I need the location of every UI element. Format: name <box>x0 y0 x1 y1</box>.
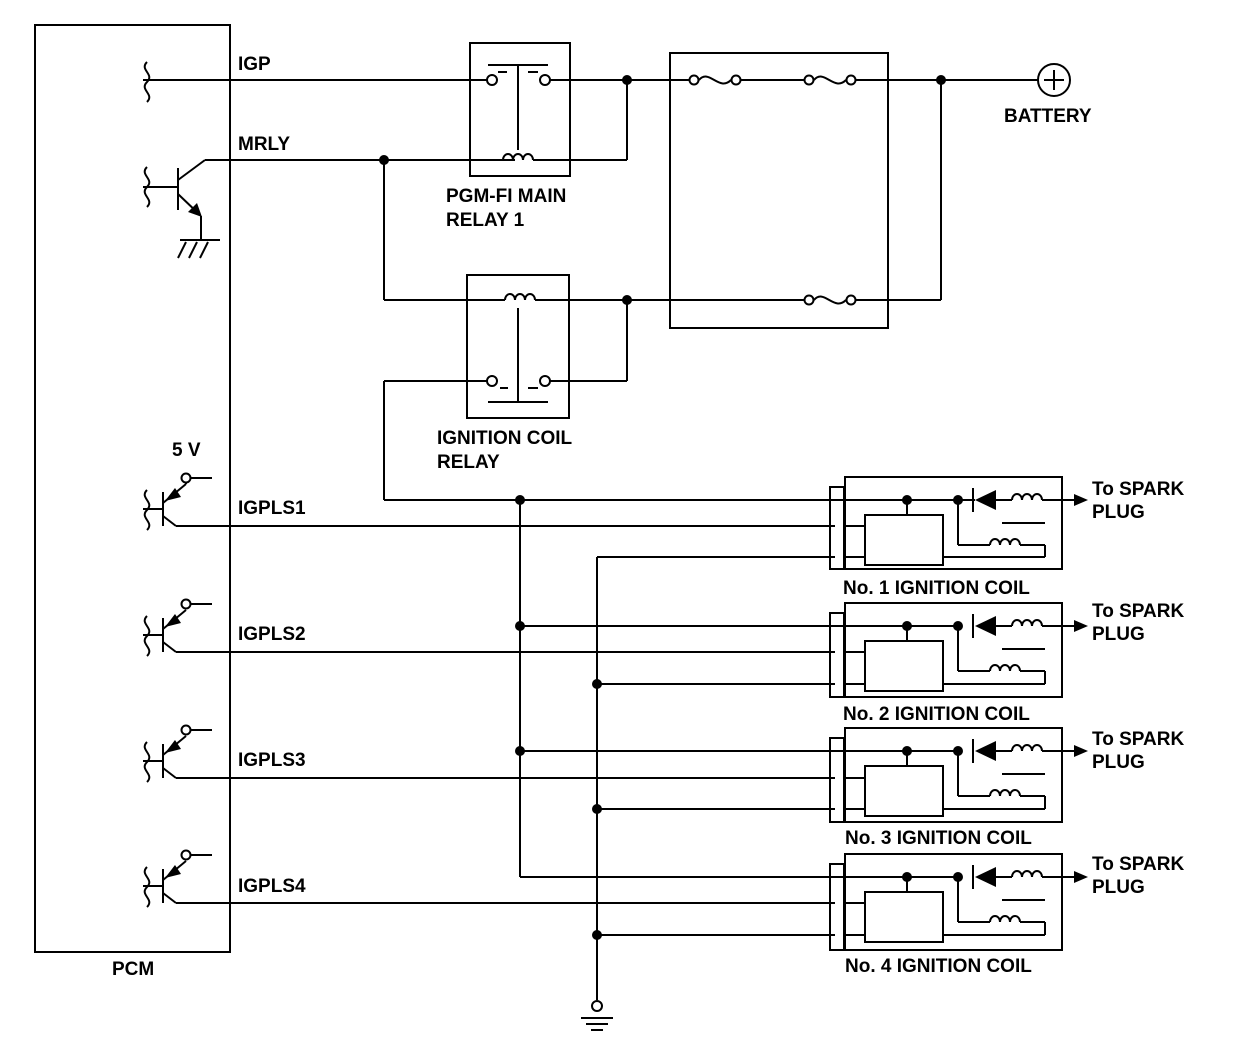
spark-plug-1-line1: To SPARK <box>1092 479 1184 500</box>
mrly-transistor <box>143 159 220 259</box>
battery-symbol <box>1037 63 1071 97</box>
spark-plug-3-line2: PLUG <box>1092 752 1145 773</box>
igpls1-transistor <box>143 472 835 531</box>
main-relay-label-1: PGM-FI MAIN <box>446 186 566 207</box>
ignition-coil-1 <box>829 476 1088 570</box>
igpls2-label: IGPLS2 <box>238 624 306 645</box>
igpls4-transistor <box>143 849 835 908</box>
pcm-label: PCM <box>112 959 154 980</box>
coil2-label: No. 2 IGNITION COIL <box>843 704 1030 725</box>
pgm-fi-main-relay <box>469 42 670 177</box>
coil1-label: No. 1 IGNITION COIL <box>843 578 1030 599</box>
igp-terminal <box>143 61 488 103</box>
spark-plug-3-line1: To SPARK <box>1092 729 1184 750</box>
ground-symbol <box>581 1000 613 1031</box>
ign-relay-label-2: RELAY <box>437 452 500 473</box>
five-v-label: 5 V <box>172 440 201 461</box>
ignition-coil-3 <box>829 727 1088 823</box>
coil4-label: No. 4 IGNITION COIL <box>845 956 1032 977</box>
battery-label: BATTERY <box>1004 106 1092 127</box>
ignition-coil-2 <box>829 602 1088 698</box>
igpls3-transistor <box>143 724 835 783</box>
ignition-coil-4 <box>829 853 1088 951</box>
igpls3-label: IGPLS3 <box>238 750 306 771</box>
ignition-coil-relay <box>383 274 632 500</box>
igpls1-label: IGPLS1 <box>238 498 306 519</box>
pcm-box <box>34 24 231 953</box>
mrly-label: MRLY <box>238 134 290 155</box>
spark-plug-4-line2: PLUG <box>1092 877 1145 898</box>
fuse-box <box>627 52 1038 329</box>
igpls2-transistor <box>143 598 835 657</box>
spark-plug-1-line2: PLUG <box>1092 502 1145 523</box>
spark-plug-2-line2: PLUG <box>1092 624 1145 645</box>
igp-label: IGP <box>238 54 271 75</box>
ign-relay-label-1: IGNITION COIL <box>437 428 573 449</box>
main-relay-label-2: RELAY 1 <box>446 210 525 231</box>
spark-plug-4-line1: To SPARK <box>1092 854 1184 875</box>
igpls4-label: IGPLS4 <box>238 876 306 897</box>
spark-plug-2-line1: To SPARK <box>1092 601 1184 622</box>
coil3-label: No. 3 IGNITION COIL <box>845 828 1032 849</box>
